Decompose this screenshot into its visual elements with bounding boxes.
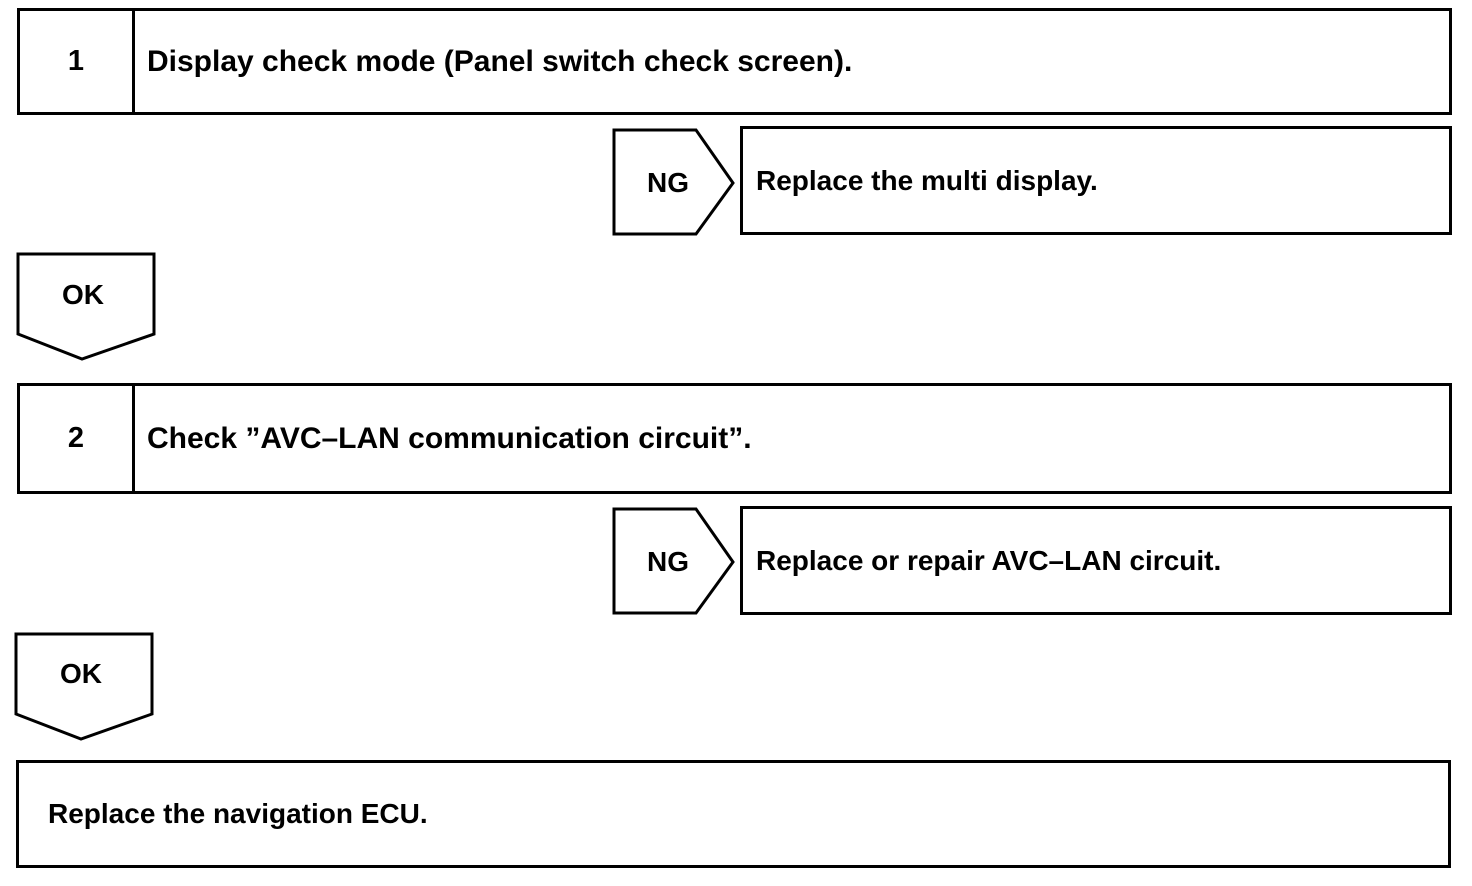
- ok-1-arrow-shape: [16, 252, 156, 361]
- ok-2-arrow-shape: [14, 632, 154, 741]
- step-1-text: Display check mode (Panel switch check s…: [147, 44, 853, 78]
- step-2-number: 2: [20, 386, 135, 491]
- ok-2-label: OK: [60, 658, 102, 689]
- step-2-text: Check ”AVC–LAN communication circuit”.: [147, 421, 752, 455]
- final-action-box: Replace the navigation ECU.: [16, 760, 1451, 868]
- ok-1-label: OK: [62, 279, 104, 310]
- ng-2-label: NG: [647, 546, 689, 577]
- ng-1-arrow-shape: [612, 128, 735, 236]
- ng-2-action-box: Replace or repair AVC–LAN circuit.: [740, 506, 1452, 615]
- step-2-box: 2 Check ”AVC–LAN communication circuit”.: [17, 383, 1452, 494]
- ng-1-action-box: Replace the multi display.: [740, 126, 1452, 235]
- step-1-box: 1 Display check mode (Panel switch check…: [17, 8, 1452, 115]
- step-1-number: 1: [20, 11, 135, 112]
- ng-2-arrow-shape: [612, 507, 735, 615]
- ng-1-label: NG: [647, 167, 689, 198]
